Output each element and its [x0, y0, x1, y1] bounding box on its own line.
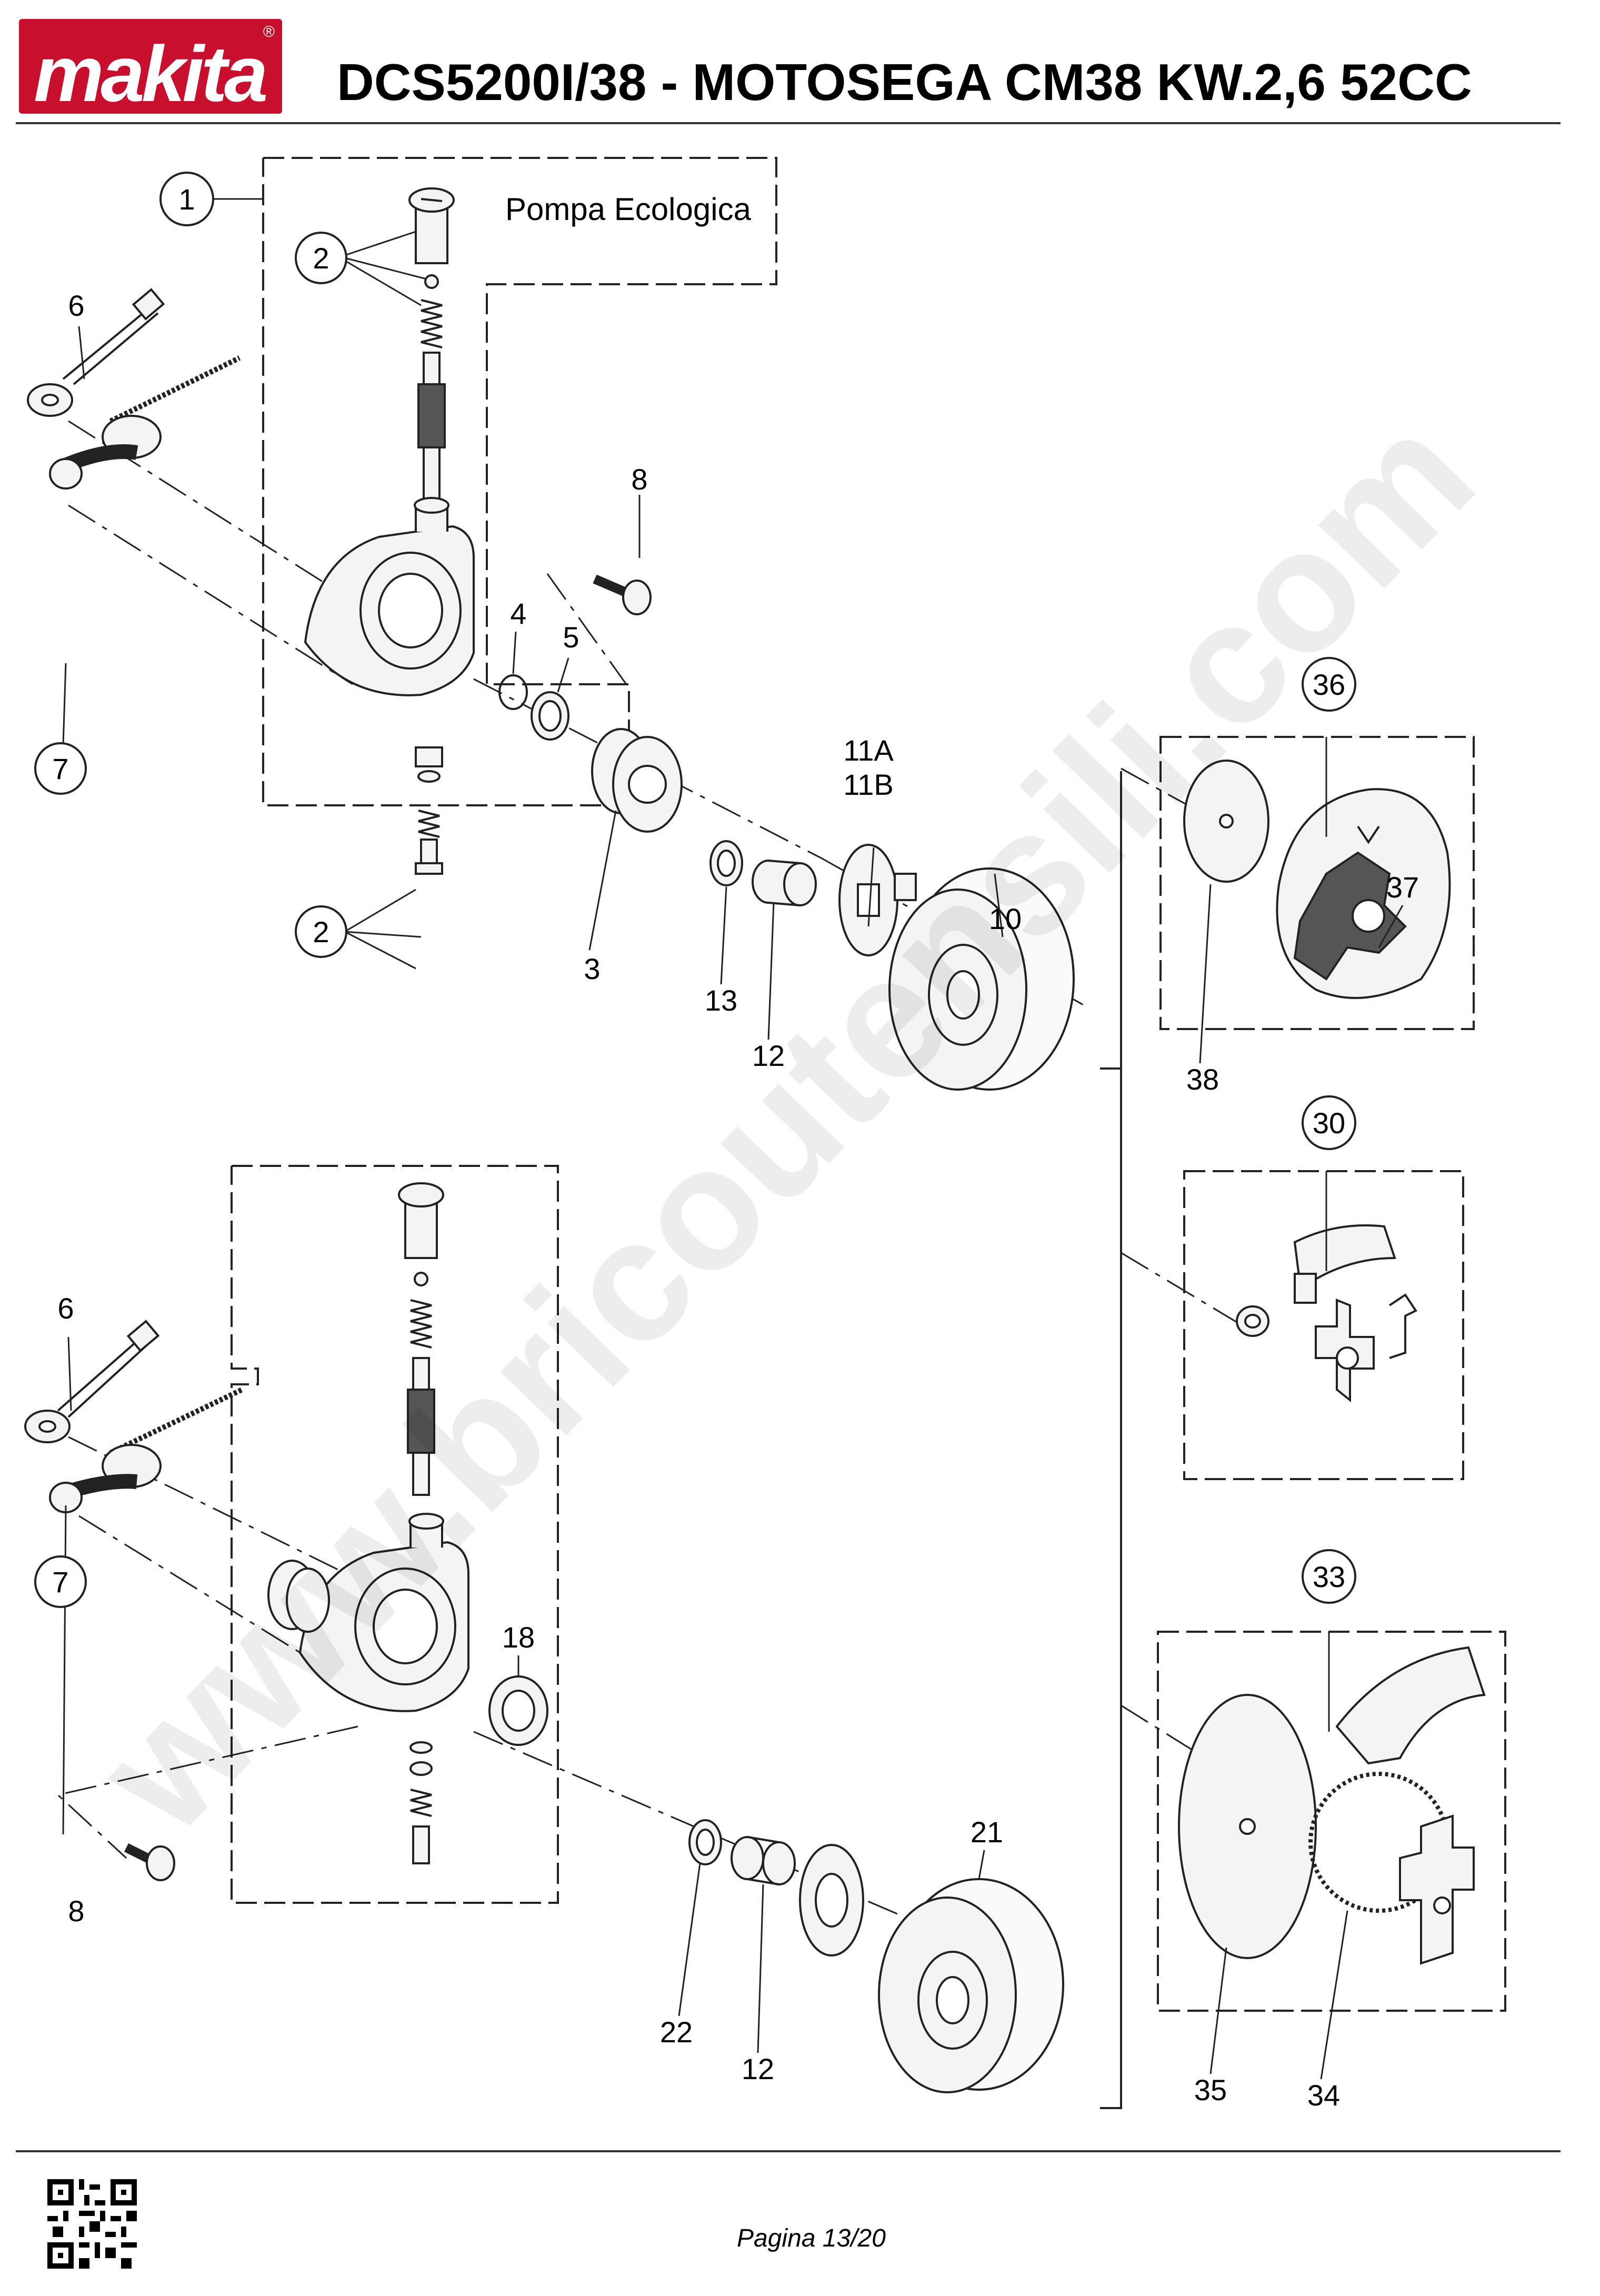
footer-divider: [16, 2150, 1561, 2152]
clutch-30-parts: [1236, 1224, 1417, 1403]
callout-38: 38: [1186, 1063, 1219, 1096]
callout-8a: 8: [631, 463, 647, 496]
callout-12b: 12: [742, 2052, 774, 2085]
callout-8b: 8: [68, 1894, 84, 1928]
callout-18: 18: [502, 1621, 535, 1654]
clutch-33-parts: [1178, 1646, 1486, 1965]
callout-12a: 12: [752, 1039, 785, 1072]
callout-labels: 1 2 6 7 8 4 5 2 3 11A 11B 13 12 10 36 37…: [52, 183, 1419, 2112]
callout-2b: 2: [313, 915, 329, 949]
header-divider: [16, 122, 1561, 124]
clutch-36-parts: [1183, 760, 1451, 999]
brand-wordmark: makita: [34, 29, 268, 118]
callout-34: 34: [1307, 2079, 1340, 2112]
qr-code: [47, 2179, 137, 2269]
callout-36: 36: [1313, 668, 1345, 701]
callout-10: 10: [989, 902, 1022, 935]
callout-35: 35: [1194, 2073, 1227, 2107]
callout-37: 37: [1386, 871, 1419, 904]
page-title: DCS5200I/38 - MOTOSEGA CM38 KW.2,6 52CC: [337, 53, 1472, 111]
callout-5: 5: [563, 621, 579, 654]
callout-7b: 7: [52, 1565, 68, 1599]
exploded-parts-diagram: Pompa Ecologica: [24, 157, 1506, 2112]
bottom-pump-parts: [24, 1182, 1064, 2093]
callout-13: 13: [705, 984, 737, 1017]
registered-mark: ®: [263, 23, 275, 41]
leader-lines: [62, 198, 1404, 2080]
callout-7a: 7: [52, 752, 68, 785]
callout-3: 3: [584, 952, 600, 985]
page-number: Pagina 13/20: [737, 2224, 886, 2252]
callout-6a: 6: [68, 289, 84, 322]
group-label-pompa-ecologica: Pompa Ecologica: [505, 192, 752, 227]
top-pump-parts: [27, 187, 1075, 1091]
callout-4: 4: [510, 597, 526, 630]
callout-11a: 11A: [843, 734, 894, 767]
callout-21: 21: [971, 1815, 1003, 1849]
callout-2a: 2: [313, 242, 329, 275]
callout-11b: 11B: [843, 768, 893, 801]
callout-30: 30: [1313, 1106, 1345, 1140]
callout-1: 1: [178, 183, 195, 216]
makita-logo: makita ®: [19, 19, 282, 118]
callout-33: 33: [1313, 1560, 1345, 1593]
callout-circles: [34, 172, 1356, 1608]
callout-22: 22: [660, 2015, 693, 2049]
callout-6b: 6: [57, 1292, 74, 1325]
assembly-axes: [56, 420, 1253, 1959]
